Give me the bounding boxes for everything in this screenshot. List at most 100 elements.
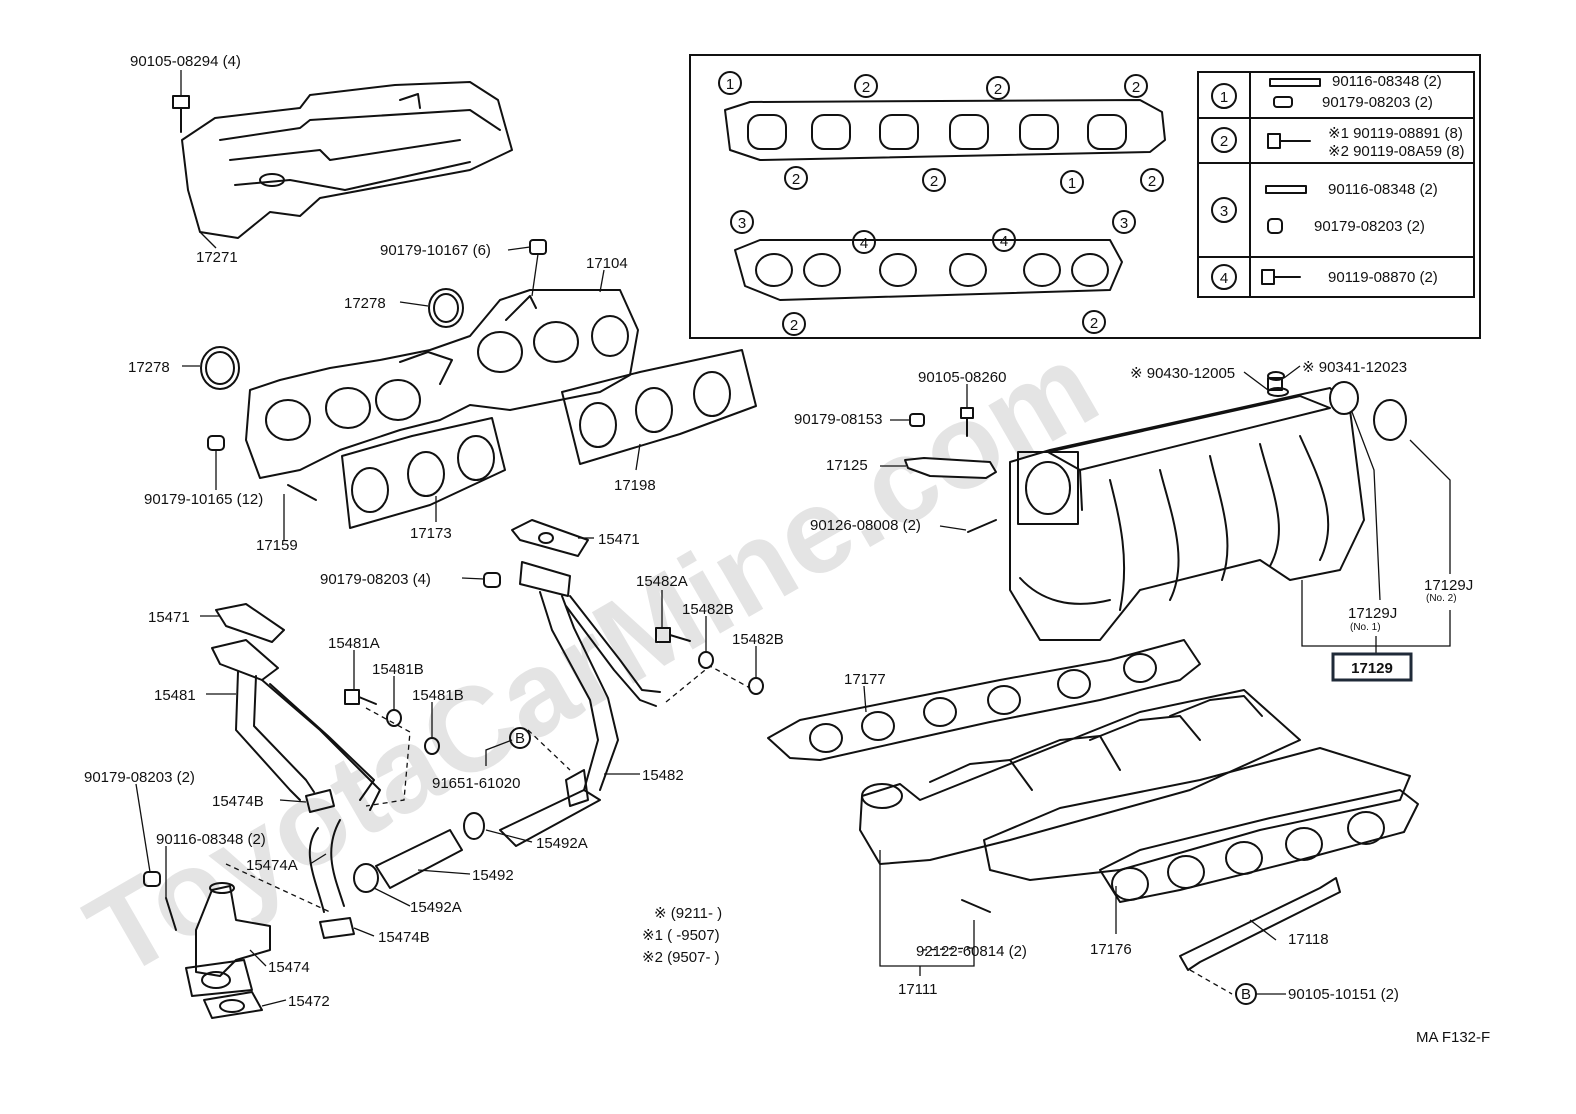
label-17278-lower[interactable]: 17278 xyxy=(128,359,170,376)
svg-text:4: 4 xyxy=(1000,233,1008,250)
label-90179-08203-4[interactable]: 90179-08203 (4) xyxy=(320,571,431,588)
label-90105-08260[interactable]: 90105-08260 xyxy=(918,369,1006,386)
label-90179-10167[interactable]: 90179-10167 (6) xyxy=(380,242,491,259)
legend-key-1: 1 xyxy=(1220,89,1228,106)
label-15481a[interactable]: 15481A xyxy=(328,635,380,652)
heat-insulator-17271 xyxy=(181,81,513,239)
leader-lines xyxy=(135,70,1451,1007)
nut-90179-10167 xyxy=(529,239,547,255)
callout-circle: 4 xyxy=(852,230,876,254)
date-note-1: ※ (9211- ) xyxy=(654,905,722,922)
gasket-15472 xyxy=(203,991,263,1019)
label-90105-08294[interactable]: 90105-08294 (4) xyxy=(130,53,241,70)
inset-upper-gasket xyxy=(724,99,1166,161)
water-pipe-15481 xyxy=(211,639,381,811)
label-90179-10165[interactable]: 90179-10165 (12) xyxy=(144,491,263,508)
label-17271[interactable]: 17271 xyxy=(196,249,238,266)
hose-15492 xyxy=(375,829,463,889)
date-note-3: ※2 (9507- ) xyxy=(642,949,720,966)
legend-key-3: 3 xyxy=(1220,203,1228,220)
svg-text:2: 2 xyxy=(1148,173,1156,190)
label-15482b-1[interactable]: 15482B xyxy=(682,601,734,618)
callout-circle: 2 xyxy=(854,74,878,98)
label-17129j-no2-sub: (No. 2) xyxy=(1426,593,1457,604)
callout-circle: 2 xyxy=(922,168,946,192)
callout-circle: 4 xyxy=(992,228,1016,252)
label-15471-upper[interactable]: 15471 xyxy=(598,531,640,548)
callout-circle: 3 xyxy=(1112,210,1136,234)
callout-circle: 2 xyxy=(1082,310,1106,334)
legend-3-line-1: 90116-08348 (2) xyxy=(1328,181,1438,198)
label-90179-08153[interactable]: 90179-08153 xyxy=(794,411,882,428)
label-17176[interactable]: 17176 xyxy=(1090,941,1132,958)
label-17125[interactable]: 17125 xyxy=(826,457,868,474)
svg-text:3: 3 xyxy=(1120,215,1128,232)
clamp-91651 xyxy=(565,769,589,807)
label-17111[interactable]: 17111 xyxy=(898,981,938,998)
water-outlet-15474 xyxy=(185,882,271,997)
callout-b-upper: B xyxy=(509,727,531,749)
label-91651-61020[interactable]: 91651-61020 xyxy=(432,775,520,792)
label-17129j-no1[interactable]: 17129J xyxy=(1348,605,1397,622)
label-90105-10151[interactable]: 90105-10151 (2) xyxy=(1288,986,1399,1003)
label-15482a[interactable]: 15482A xyxy=(636,573,688,590)
legend-2-line-1: ※1 90119-08891 (8) xyxy=(1328,125,1463,142)
hose-15474a xyxy=(308,819,345,913)
svg-text:2: 2 xyxy=(1090,315,1098,332)
label-15481[interactable]: 15481 xyxy=(154,687,196,704)
label-15474a[interactable]: 15474A xyxy=(246,857,298,874)
highlighted-part-box[interactable]: 17129 xyxy=(1331,652,1413,682)
svg-text:2: 2 xyxy=(862,79,870,96)
legend-1-line-2: 90179-08203 (2) xyxy=(1322,94,1433,111)
label-17159[interactable]: 17159 xyxy=(256,537,298,554)
label-15474b-lower[interactable]: 15474B xyxy=(378,929,430,946)
label-15474[interactable]: 15474 xyxy=(268,959,310,976)
washer-15482b-2 xyxy=(748,677,764,695)
label-17173[interactable]: 17173 xyxy=(410,525,452,542)
gasket-15471-lower xyxy=(215,603,285,643)
gasket-15471-upper xyxy=(511,519,589,557)
label-90341-12023[interactable]: ※ 90341-12023 xyxy=(1302,359,1407,376)
label-15492[interactable]: 15492 xyxy=(472,867,514,884)
label-15492a-lower[interactable]: 15492A xyxy=(410,899,462,916)
label-15471-lower[interactable]: 15471 xyxy=(148,609,190,626)
plug-17129j-no1 xyxy=(1329,381,1359,415)
legend-key-2: 2 xyxy=(1220,133,1228,150)
gasket-ring-17278-upper xyxy=(428,288,464,328)
label-17129[interactable]: 17129 xyxy=(1351,660,1393,677)
callout-circle: 2 xyxy=(986,76,1010,100)
legend-1-line-1: 90116-08348 (2) xyxy=(1332,73,1442,90)
label-17198[interactable]: 17198 xyxy=(614,477,656,494)
label-92122-60814[interactable]: 92122-60814 (2) xyxy=(916,943,1027,960)
label-15474b-upper[interactable]: 15474B xyxy=(212,793,264,810)
label-90126-08008[interactable]: 90126-08008 (2) xyxy=(810,517,921,534)
label-15482b-2[interactable]: 15482B xyxy=(732,631,784,648)
label-17278-upper[interactable]: 17278 xyxy=(344,295,386,312)
label-17129j-no2[interactable]: 17129J xyxy=(1424,577,1473,594)
label-90430-12005[interactable]: ※ 90430-12005 xyxy=(1130,365,1235,382)
label-15482[interactable]: 15482 xyxy=(642,767,684,784)
label-15492a-upper[interactable]: 15492A xyxy=(536,835,588,852)
stud-92122-60814 xyxy=(961,899,991,913)
svg-text:3: 3 xyxy=(738,215,746,232)
label-15472[interactable]: 15472 xyxy=(288,993,330,1010)
intake-chamber-17111 xyxy=(859,689,1301,865)
label-15481b-2[interactable]: 15481B xyxy=(412,687,464,704)
label-17118[interactable]: 17118 xyxy=(1288,931,1329,948)
callout-circle: 2 xyxy=(1140,168,1164,192)
stud-90126-08008 xyxy=(967,519,997,533)
exhaust-manifold-17104 xyxy=(245,289,639,479)
clip-15474b-lower xyxy=(319,917,355,939)
label-17177[interactable]: 17177 xyxy=(844,671,886,688)
label-17104[interactable]: 17104 xyxy=(586,255,628,272)
label-b-lower: B xyxy=(1241,986,1251,1003)
svg-text:1: 1 xyxy=(726,76,734,93)
label-90116-08348[interactable]: 90116-08348 (2) xyxy=(156,831,266,848)
inset-lower-gasket xyxy=(734,239,1123,301)
label-15481b-1[interactable]: 15481B xyxy=(372,661,424,678)
inset-upper-callouts: 1 2 2 2 2 2 2 1 xyxy=(718,71,1164,194)
inset-legend-table: 1 2 3 4 90116-08348 (2) 90179-08203 (2) … xyxy=(1197,71,1475,298)
plug-90341-12023 xyxy=(1267,371,1285,391)
label-90179-08203-2[interactable]: 90179-08203 (2) xyxy=(84,769,195,786)
